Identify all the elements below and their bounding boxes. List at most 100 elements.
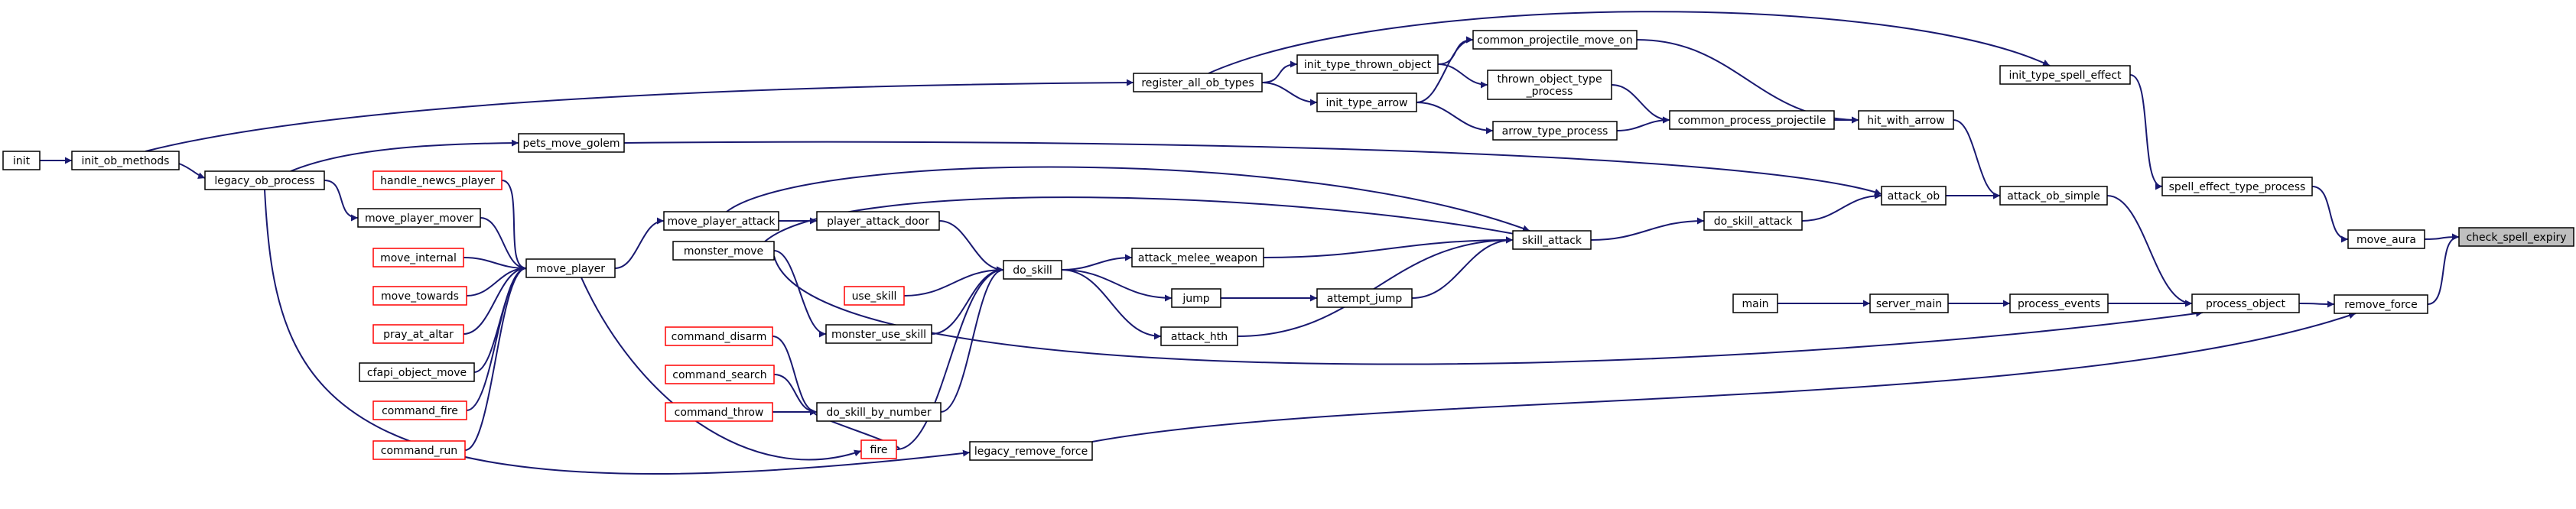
node-box[interactable] bbox=[1732, 293, 1778, 313]
node-box[interactable] bbox=[825, 324, 932, 344]
node-handle_newcs_player[interactable]: handle_newcs_player bbox=[372, 170, 503, 190]
node-box[interactable] bbox=[372, 400, 467, 420]
node-pets_move_golem[interactable]: pets_move_golem bbox=[518, 133, 625, 153]
node-box[interactable] bbox=[372, 170, 503, 190]
node-pray_at_altar[interactable]: pray_at_altar bbox=[372, 324, 464, 344]
node-box[interactable] bbox=[1512, 230, 1592, 250]
node-do_skill_attack[interactable]: do_skill_attack bbox=[1703, 211, 1803, 231]
node-do_skill[interactable]: do_skill bbox=[1003, 260, 1062, 280]
node-init_type_thrown_object[interactable]: init_type_thrown_object bbox=[1296, 54, 1439, 74]
node-command_disarm[interactable]: command_disarm bbox=[665, 326, 773, 346]
node-box[interactable] bbox=[2009, 293, 2109, 313]
node-box[interactable] bbox=[672, 241, 775, 261]
node-attack_melee_weapon[interactable]: attack_melee_weapon bbox=[1131, 248, 1264, 267]
node-process_events[interactable]: process_events bbox=[2009, 293, 2109, 313]
node-box[interactable] bbox=[816, 211, 940, 231]
node-box[interactable] bbox=[1472, 30, 1638, 50]
node-init[interactable]: init bbox=[2, 151, 41, 170]
node-box[interactable] bbox=[665, 402, 773, 422]
node-box[interactable] bbox=[1296, 54, 1439, 74]
node-box[interactable] bbox=[1858, 110, 1954, 130]
node-jump[interactable]: jump bbox=[1171, 288, 1221, 308]
node-box[interactable] bbox=[372, 440, 466, 460]
node-init_ob_methods[interactable]: init_ob_methods bbox=[71, 151, 180, 170]
node-command_search[interactable]: command_search bbox=[665, 365, 775, 384]
node-register_all_ob_types[interactable]: register_all_ob_types bbox=[1133, 73, 1263, 92]
node-attack_ob_simple[interactable]: attack_ob_simple bbox=[1999, 186, 2108, 206]
node-box[interactable] bbox=[1171, 288, 1221, 308]
node-command_run[interactable]: command_run bbox=[372, 440, 466, 460]
node-common_process_projectile[interactable]: common_process_projectile bbox=[1669, 110, 1835, 130]
node-box[interactable] bbox=[816, 402, 942, 422]
node-box[interactable] bbox=[2334, 294, 2428, 314]
node-move_towards[interactable]: move_towards bbox=[372, 286, 467, 306]
node-box[interactable] bbox=[665, 365, 775, 384]
node-command_throw[interactable]: command_throw bbox=[665, 402, 773, 422]
node-move_player_attack[interactable]: move_player_attack bbox=[663, 211, 779, 231]
node-box[interactable] bbox=[2458, 227, 2574, 247]
node-thrown_object_type_process[interactable]: thrown_object_type_process bbox=[1487, 70, 1612, 100]
node-box[interactable] bbox=[1316, 288, 1413, 308]
node-box[interactable] bbox=[1131, 248, 1264, 267]
node-fire[interactable]: fire bbox=[860, 439, 897, 459]
node-command_fire[interactable]: command_fire bbox=[372, 400, 467, 420]
node-box[interactable] bbox=[1003, 260, 1062, 280]
node-common_projectile_move_on[interactable]: common_projectile_move_on bbox=[1472, 30, 1638, 50]
node-legacy_ob_process[interactable]: legacy_ob_process bbox=[204, 170, 325, 190]
node-hit_with_arrow[interactable]: hit_with_arrow bbox=[1858, 110, 1954, 130]
node-box[interactable] bbox=[518, 133, 625, 153]
node-box[interactable] bbox=[1869, 293, 1949, 313]
node-box[interactable] bbox=[1133, 73, 1263, 92]
node-box[interactable] bbox=[359, 362, 475, 382]
node-box[interactable] bbox=[1492, 121, 1618, 141]
node-arrow_type_process[interactable]: arrow_type_process bbox=[1492, 121, 1618, 141]
node-do_skill_by_number[interactable]: do_skill_by_number bbox=[816, 402, 942, 422]
node-box[interactable] bbox=[2347, 229, 2425, 249]
node-move_player[interactable]: move_player bbox=[525, 258, 616, 278]
node-process_object[interactable]: process_object bbox=[2191, 293, 2300, 313]
node-monster_move[interactable]: monster_move bbox=[672, 241, 775, 261]
node-box[interactable] bbox=[1160, 326, 1238, 346]
node-box[interactable] bbox=[665, 326, 773, 346]
node-cfapi_object_move[interactable]: cfapi_object_move bbox=[359, 362, 475, 382]
node-box[interactable] bbox=[71, 151, 180, 170]
node-box[interactable] bbox=[1881, 186, 1947, 206]
node-box[interactable] bbox=[204, 170, 325, 190]
node-box[interactable] bbox=[525, 258, 616, 278]
node-box[interactable] bbox=[372, 324, 464, 344]
node-attack_hth[interactable]: attack_hth bbox=[1160, 326, 1238, 346]
node-move_internal[interactable]: move_internal bbox=[372, 248, 464, 267]
node-server_main[interactable]: server_main bbox=[1869, 293, 1949, 313]
node-box[interactable] bbox=[1316, 92, 1417, 112]
node-box[interactable] bbox=[2, 151, 41, 170]
node-remove_force[interactable]: remove_force bbox=[2334, 294, 2428, 314]
node-box[interactable] bbox=[2191, 293, 2300, 313]
node-check_spell_expiry[interactable]: check_spell_expiry bbox=[2458, 227, 2574, 247]
node-attempt_jump[interactable]: attempt_jump bbox=[1316, 288, 1413, 308]
node-box[interactable] bbox=[372, 286, 467, 306]
node-use_skill[interactable]: use_skill bbox=[844, 286, 905, 306]
node-box[interactable] bbox=[372, 248, 464, 267]
node-player_attack_door[interactable]: player_attack_door bbox=[816, 211, 940, 231]
node-box[interactable] bbox=[1487, 70, 1612, 100]
node-box[interactable] bbox=[1703, 211, 1803, 231]
node-spell_effect_type_process[interactable]: spell_effect_type_process bbox=[2161, 177, 2313, 196]
node-init_type_spell_effect[interactable]: init_type_spell_effect bbox=[1999, 65, 2131, 85]
node-move_aura[interactable]: move_aura bbox=[2347, 229, 2425, 249]
node-init_type_arrow[interactable]: init_type_arrow bbox=[1316, 92, 1417, 112]
node-box[interactable] bbox=[844, 286, 905, 306]
node-box[interactable] bbox=[2161, 177, 2313, 196]
node-box[interactable] bbox=[1669, 110, 1835, 130]
node-attack_ob[interactable]: attack_ob bbox=[1881, 186, 1947, 206]
node-box[interactable] bbox=[969, 441, 1093, 461]
node-legacy_remove_force[interactable]: legacy_remove_force bbox=[969, 441, 1093, 461]
node-box[interactable] bbox=[860, 439, 897, 459]
node-box[interactable] bbox=[663, 211, 779, 231]
node-monster_use_skill[interactable]: monster_use_skill bbox=[825, 324, 932, 344]
node-skill_attack[interactable]: skill_attack bbox=[1512, 230, 1592, 250]
node-move_player_mover[interactable]: move_player_mover bbox=[357, 208, 481, 228]
node-box[interactable] bbox=[357, 208, 481, 228]
node-box[interactable] bbox=[1999, 186, 2108, 206]
node-box[interactable] bbox=[1999, 65, 2131, 85]
node-main[interactable]: main bbox=[1732, 293, 1778, 313]
